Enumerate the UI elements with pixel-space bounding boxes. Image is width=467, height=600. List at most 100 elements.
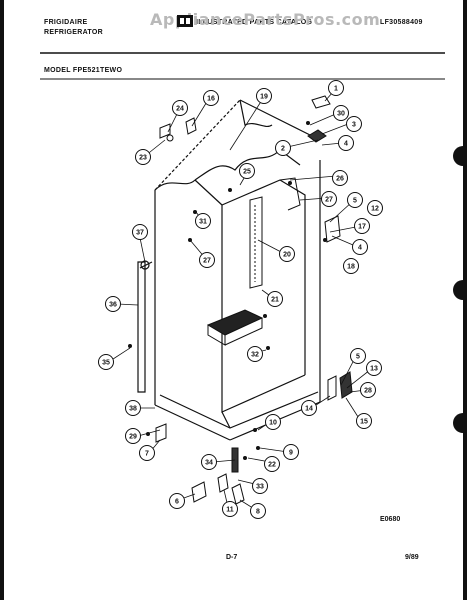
callout-16: 16 — [203, 90, 219, 106]
callout-number: 8 — [256, 509, 260, 516]
interior-parts — [206, 177, 301, 346]
callout-number: 14 — [305, 406, 313, 413]
bottom-hinge — [327, 371, 353, 401]
callout-layer: 1234567891011121314151617181920212223242… — [98, 80, 383, 519]
callout-30: 30 — [333, 105, 349, 121]
door-stop-bracket — [137, 260, 153, 393]
callout-number: 16 — [207, 96, 215, 103]
callout-number: 6 — [175, 499, 179, 506]
callout-4: 4 — [352, 239, 368, 255]
callout-number: 21 — [271, 297, 279, 304]
callout-26: 26 — [332, 170, 348, 186]
callout-number: 25 — [243, 169, 251, 176]
callout-number: 17 — [358, 224, 366, 231]
callout-3: 3 — [346, 116, 362, 132]
callout-number: 4 — [344, 141, 348, 148]
callout-8: 8 — [250, 503, 266, 519]
callout-23: 23 — [135, 149, 151, 165]
callout-number: 32 — [251, 352, 259, 359]
callout-number: 34 — [205, 460, 213, 467]
callout-27: 27 — [199, 252, 215, 268]
binder-hole — [453, 280, 467, 300]
callout-number: 24 — [176, 106, 184, 113]
callout-number: 26 — [336, 176, 344, 183]
callout-19: 19 — [256, 88, 272, 104]
catalog-number: LF30588409 — [380, 19, 423, 26]
callout-29: 29 — [125, 428, 141, 444]
callout-5: 5 — [347, 192, 363, 208]
top-hinge — [307, 95, 331, 143]
callout-6: 6 — [169, 493, 185, 509]
center-hinge — [324, 215, 341, 243]
callout-number: 4 — [358, 245, 362, 252]
scan-edge-right — [453, 0, 467, 600]
callout-9: 9 — [283, 444, 299, 460]
callout-number: 11 — [226, 507, 234, 514]
callout-number: 31 — [199, 219, 207, 226]
callout-number: 30 — [337, 111, 345, 118]
callout-number: 19 — [260, 94, 268, 101]
product-type: REFRIGERATOR — [44, 29, 103, 36]
callout-32: 32 — [247, 346, 263, 362]
callout-1: 1 — [328, 80, 344, 96]
callout-number: 28 — [364, 388, 372, 395]
callout-13: 13 — [366, 360, 382, 376]
binder-hole — [453, 146, 467, 166]
cabinet-shell — [154, 99, 321, 441]
drawing-code: E0680 — [380, 516, 401, 523]
callout-37: 37 — [132, 224, 148, 240]
callout-18: 18 — [343, 258, 359, 274]
callout-27: 27 — [321, 191, 337, 207]
watermark: AppliancePartsPros.com — [150, 10, 381, 29]
callout-25: 25 — [239, 163, 255, 179]
callout-number: 12 — [371, 206, 379, 213]
callout-number: 37 — [136, 230, 144, 237]
page-number: D-7 — [226, 554, 238, 561]
callout-number: 3 — [352, 122, 356, 129]
callout-number: 29 — [129, 434, 137, 441]
callout-number: 27 — [203, 258, 211, 265]
callout-36: 36 — [105, 296, 121, 312]
callout-12: 12 — [367, 200, 383, 216]
callout-number: 20 — [283, 252, 291, 259]
callout-7: 7 — [139, 445, 155, 461]
callout-28: 28 — [360, 382, 376, 398]
callout-number: 35 — [102, 360, 110, 367]
callout-14: 14 — [301, 400, 317, 416]
callout-31: 31 — [195, 213, 211, 229]
top-left-brackets — [159, 117, 197, 142]
catalog-title: ILLUSTRATED PARTS CATALOG — [196, 19, 313, 26]
callout-number: 27 — [325, 197, 333, 204]
leveling-leg — [155, 423, 245, 505]
scan-edge-left — [0, 0, 4, 600]
callout-22: 22 — [264, 456, 280, 472]
callout-number: 15 — [360, 419, 368, 426]
callout-38: 38 — [125, 400, 141, 416]
callout-4: 4 — [338, 135, 354, 151]
callout-10: 10 — [265, 414, 281, 430]
callout-number: 10 — [269, 420, 277, 427]
callout-17: 17 — [354, 218, 370, 234]
callout-number: 22 — [268, 462, 276, 469]
callout-number: 2 — [281, 146, 285, 153]
binder-hole — [453, 413, 467, 433]
callout-number: 23 — [139, 155, 147, 162]
callout-11: 11 — [222, 501, 238, 517]
callout-number: 18 — [347, 264, 355, 271]
callout-number: 1 — [334, 86, 338, 93]
callout-20: 20 — [279, 246, 295, 262]
callout-2: 2 — [275, 140, 291, 156]
callout-number: 7 — [145, 451, 149, 458]
callout-number: 36 — [109, 302, 117, 309]
callout-number: 9 — [289, 450, 293, 457]
callout-number: 38 — [129, 406, 137, 413]
callout-number: 5 — [356, 354, 360, 361]
callout-34: 34 — [201, 454, 217, 470]
callout-35: 35 — [98, 354, 114, 370]
callout-number: 33 — [256, 484, 264, 491]
model-label: MODEL FPE521TEWO — [44, 67, 123, 74]
revision-date: 9/89 — [405, 554, 419, 561]
callout-15: 15 — [356, 413, 372, 429]
